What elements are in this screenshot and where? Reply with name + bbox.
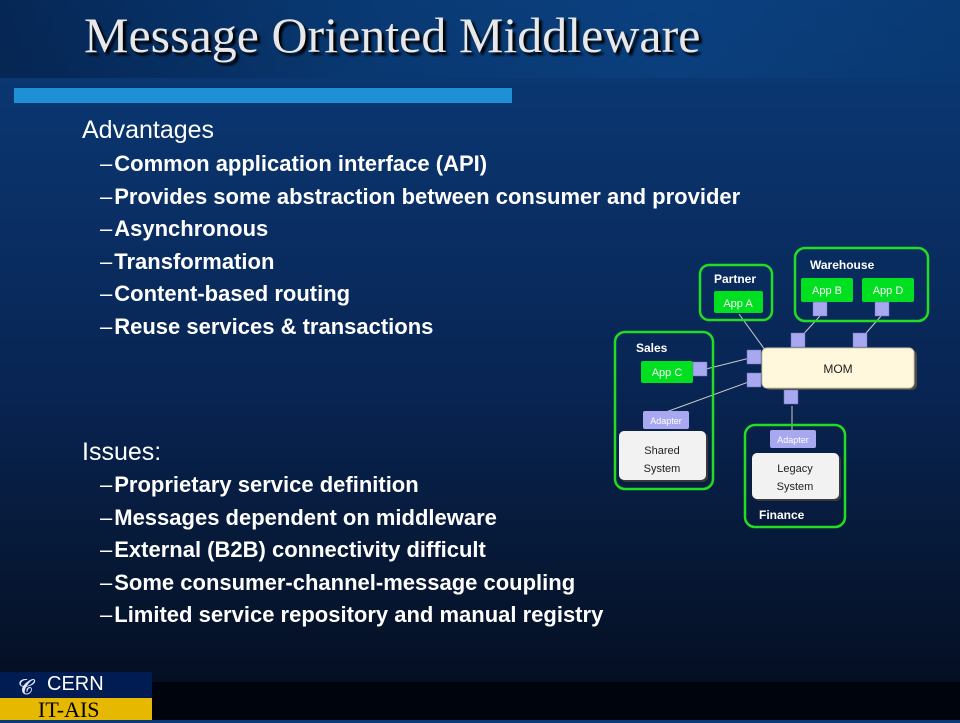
cern-badge: 𝓒 CERN [0, 672, 152, 699]
list-item-text: Content-based routing [114, 281, 351, 307]
advantages-list: –Common application interface (API) –Pro… [100, 151, 740, 347]
sales-border [613, 330, 715, 491]
list-item-text: Common application interface (API) [114, 151, 488, 176]
slide-title: Message Oriented Middleware [84, 7, 701, 63]
port-mom-left-lower [746, 372, 762, 388]
app-c-label: App C [652, 367, 683, 379]
bullet-dash: – [100, 248, 113, 274]
shared-system-box [619, 431, 706, 480]
port-app-b [812, 301, 828, 317]
list-item-text: Limited service repository and manual re… [114, 602, 604, 628]
list-item-text: Transformation [114, 248, 275, 274]
finance-border [743, 423, 847, 529]
warehouse-label: Warehouse [810, 258, 875, 272]
port-app-d [874, 301, 890, 317]
bullet-dash: – [100, 151, 113, 176]
finance-adapter-label: Adapter [777, 435, 809, 445]
list-item-text: Proprietary service definition [114, 472, 419, 497]
bullet-dash: – [100, 183, 113, 209]
bullet-dash: – [100, 602, 113, 628]
shared-system-line1: Shared [644, 445, 679, 457]
list-item: –Asynchronous [100, 216, 740, 249]
port-mom-top-left [790, 332, 806, 348]
list-item: –Some consumer-channel-message coupling [100, 570, 603, 603]
connector-ports [692, 301, 890, 405]
bullet-dash: – [100, 216, 113, 242]
list-item: –Common application interface (API) [100, 151, 740, 184]
bullet-dash: – [100, 281, 113, 307]
list-item: –Content-based routing [100, 281, 740, 314]
list-item-text: Reuse services & transactions [114, 313, 434, 339]
legacy-system-line2: System [777, 481, 814, 493]
partner-border [698, 263, 774, 322]
app-d-box [862, 278, 914, 302]
app-d-label: App D [873, 285, 904, 297]
port-mom-top-right [852, 332, 868, 348]
cern-logo-icon: 𝓒 [18, 675, 33, 699]
partner-group: Partner App A [698, 263, 774, 322]
mom-hub: MOM [761, 347, 917, 390]
bullet-dash: – [100, 569, 113, 595]
mom-box [761, 347, 915, 389]
list-item-text: Messages dependent on middleware [114, 504, 497, 530]
itais-badge: IT-AIS [0, 697, 152, 722]
sales-label: Sales [636, 341, 668, 355]
partner-label: Partner [714, 272, 756, 286]
sales-adapter-box [643, 411, 689, 429]
warehouse-border [793, 246, 930, 323]
title-underline-bar [14, 88, 512, 103]
bullet-dash: – [100, 504, 113, 530]
bullet-dash: – [100, 472, 113, 497]
sales-adapter-label: Adapter [650, 416, 682, 426]
list-item-text: Asynchronous [114, 216, 269, 242]
bullet-dash: – [100, 313, 113, 339]
legacy-system-line1: Legacy [777, 463, 813, 475]
bullet-dash: – [100, 537, 113, 563]
issues-heading: Issues: [82, 438, 162, 466]
shared-system-line2: System [644, 463, 681, 475]
list-item: –Limited service repository and manual r… [100, 602, 603, 635]
sales-group: Sales App C Adapter Shared System [613, 330, 715, 491]
footer-strip [0, 682, 960, 720]
port-app-c [692, 361, 708, 377]
list-item: –Provides some abstraction between consu… [100, 184, 740, 217]
finance-adapter-box [770, 430, 816, 448]
app-c-box [641, 361, 693, 383]
list-item-text: External (B2B) connectivity difficult [114, 537, 486, 563]
app-b-label: App B [812, 285, 842, 297]
port-mom-left-upper [746, 349, 762, 365]
list-item: –Reuse services & transactions [100, 314, 740, 347]
list-item-text: Provides some abstraction between consum… [114, 183, 741, 209]
title-band [0, 0, 960, 78]
list-item: –Transformation [100, 249, 740, 282]
warehouse-group: Warehouse App B App D [793, 246, 930, 323]
itais-label: IT-AIS [38, 697, 100, 722]
finance-label: Finance [759, 508, 805, 522]
mom-label: MOM [823, 362, 852, 376]
advantages-heading: Advantages [82, 116, 215, 144]
list-item-text: Some consumer-channel-message coupling [114, 569, 576, 595]
cern-label: CERN [47, 673, 104, 695]
list-item: –Proprietary service definition [100, 472, 603, 505]
app-a-label: App A [723, 298, 753, 310]
app-b-box [801, 278, 853, 302]
line-shared-mom [665, 379, 755, 413]
port-mom-bottom [783, 389, 799, 405]
list-item: –External (B2B) connectivity difficult [100, 537, 603, 570]
list-item: –Messages dependent on middleware [100, 505, 603, 538]
legacy-system-box [752, 453, 839, 499]
issues-list: –Proprietary service definition –Message… [100, 472, 603, 635]
app-a-box [714, 291, 763, 313]
finance-group: Adapter Legacy System Finance [743, 423, 847, 529]
